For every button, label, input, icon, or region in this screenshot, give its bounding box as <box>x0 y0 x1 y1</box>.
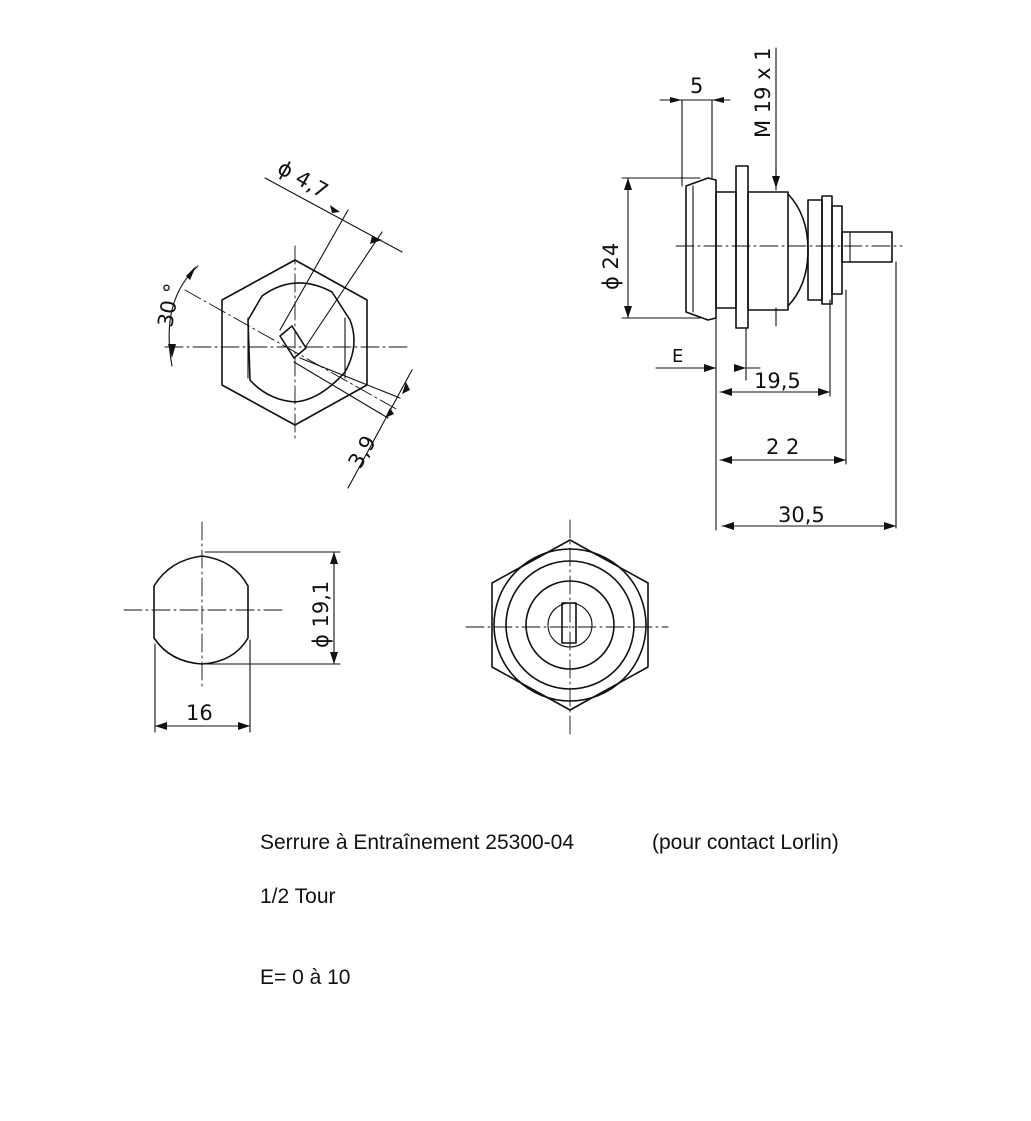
caption-e-range: E= 0 à 10 <box>260 966 351 989</box>
dim-flange-width: 5 <box>690 74 703 98</box>
top-view-hexagon: ϕ 4,7 30 ° 3,9 <box>153 156 413 489</box>
dim-length-22: 2 2 <box>766 435 799 459</box>
dim-cutout-width: 16 <box>186 701 213 725</box>
dim-cutout-diameter: ϕ 19,1 <box>309 581 333 648</box>
dim-thread: M 19 x 1 <box>751 47 775 138</box>
caption-title: Serrure à Entraînement 25300-04 <box>260 831 575 854</box>
side-view: 5 M 19 x 1 ϕ 24 E 19,5 2 2 30,5 <box>599 47 903 531</box>
caption-note: (pour contact Lorlin) <box>652 831 839 854</box>
dim-e-label: E <box>672 346 683 367</box>
dim-top-angle: 30 ° <box>153 281 184 328</box>
technical-drawing: ϕ 4,7 30 ° 3,9 <box>123 47 903 739</box>
dim-top-diameter: ϕ 4,7 <box>274 156 333 204</box>
dim-side-diameter: ϕ 24 <box>599 243 623 290</box>
front-view <box>465 519 669 739</box>
panel-cutout-view: ϕ 19,1 16 <box>123 521 341 733</box>
caption-turn: 1/2 Tour <box>260 885 336 908</box>
dim-length-19-5: 19,5 <box>754 369 801 393</box>
dim-length-30-5: 30,5 <box>778 503 825 527</box>
